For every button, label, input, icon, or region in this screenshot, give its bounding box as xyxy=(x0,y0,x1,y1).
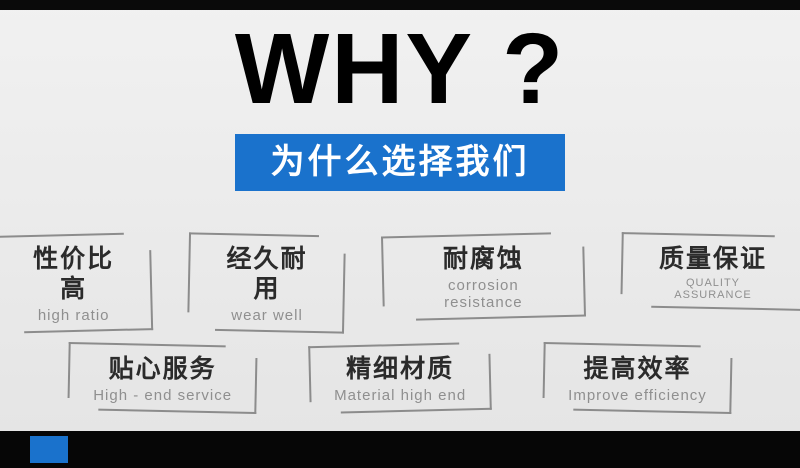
feature-subtitle: High - end service xyxy=(93,387,233,404)
feature-title: 耐腐蚀 xyxy=(442,245,524,273)
feature-title: 性价比高 xyxy=(33,245,115,303)
bracket-line xyxy=(308,346,312,402)
feature-high-ratio: 性价比高 high ratio xyxy=(0,232,154,334)
feature-high-end-service: 贴心服务 High - end service xyxy=(67,342,258,414)
feature-improve-efficiency: 提高效率 Improve efficiency xyxy=(542,342,733,414)
bracket-line xyxy=(189,232,320,238)
top-black-bar xyxy=(0,0,800,10)
bracket-line xyxy=(0,232,124,238)
feature-title: 提高效率 xyxy=(583,355,692,383)
bracket-line xyxy=(342,253,347,334)
feature-subtitle: high ratio xyxy=(37,307,110,324)
bracket-line xyxy=(340,407,492,414)
feature-row-2: 贴心服务 High - end service 精细材质 Material hi… xyxy=(0,342,800,414)
bracket-line xyxy=(98,408,257,414)
bracket-line xyxy=(380,236,385,307)
bracket-line xyxy=(582,246,587,317)
bracket-line xyxy=(254,358,258,414)
bracket-line xyxy=(542,342,546,398)
bracket-line xyxy=(621,232,775,238)
bracket-line xyxy=(415,314,587,321)
bracket-line xyxy=(68,342,227,348)
bracket-line xyxy=(187,232,192,313)
bracket-line xyxy=(729,358,733,414)
bracket-line xyxy=(543,342,702,348)
bracket-line xyxy=(488,354,492,410)
feature-subtitle: Improve efficiency xyxy=(568,387,707,404)
feature-title: 精细材质 xyxy=(346,355,455,383)
page-title: WHY ? xyxy=(234,13,566,125)
feature-title: 贴心服务 xyxy=(108,355,217,383)
subtitle-banner: 为什么选择我们 xyxy=(235,134,565,191)
bracket-line xyxy=(380,232,551,239)
bottom-blue-accent xyxy=(30,436,68,463)
feature-subtitle: corrosion resistance xyxy=(444,277,523,311)
bracket-line xyxy=(23,328,154,334)
feature-corrosion-resistance: 耐腐蚀 corrosion resistance xyxy=(380,232,587,321)
bracket-line xyxy=(651,305,800,311)
feature-material-high-end: 精细材质 Material high end xyxy=(308,342,492,414)
feature-wear-well: 经久耐用 wear well xyxy=(187,232,347,334)
bracket-line xyxy=(308,342,460,349)
bracket-line xyxy=(149,249,154,331)
feature-subtitle: wear well xyxy=(231,307,303,324)
bottom-black-bar xyxy=(0,431,800,468)
feature-quality-assurance: 质量保证 QUALITY ASSURANCE xyxy=(620,232,800,311)
feature-subtitle: QUALITY ASSURANCE xyxy=(674,277,752,301)
feature-subtitle: Material high end xyxy=(334,387,467,404)
feature-title: 经久耐用 xyxy=(226,245,308,303)
bracket-line xyxy=(67,342,71,398)
bracket-line xyxy=(573,408,732,414)
feature-row-1: 性价比高 high ratio 经久耐用 wear well 耐腐蚀 corro… xyxy=(0,232,800,334)
bracket-line xyxy=(620,232,624,294)
feature-title: 质量保证 xyxy=(658,245,767,273)
bracket-line xyxy=(215,328,345,334)
